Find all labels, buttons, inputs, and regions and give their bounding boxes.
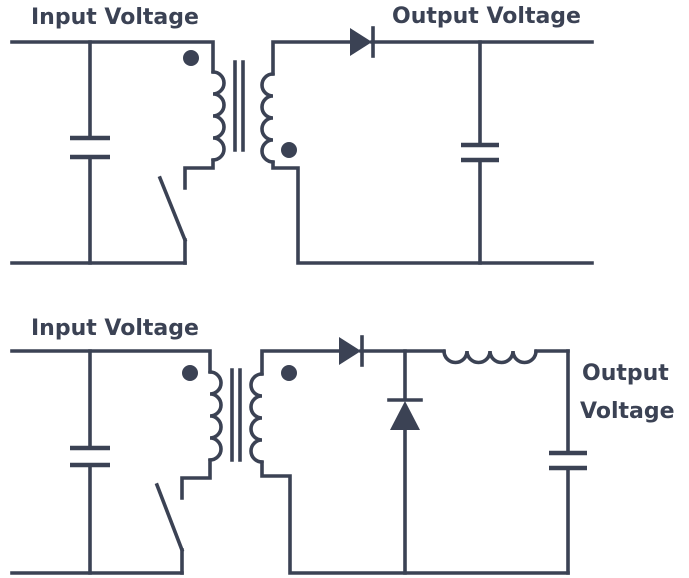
flyback-secondary-polarity-dot xyxy=(281,142,297,158)
forward-secondary-ground-wire xyxy=(260,460,570,575)
forward-output-capacitor-icon xyxy=(549,450,587,471)
forward-input-top-wire xyxy=(10,349,212,374)
flyback-primary-winding-icon xyxy=(211,70,226,162)
flyback-output-capacitor-icon xyxy=(461,142,499,163)
flyback-input-capacitor-icon xyxy=(70,135,110,160)
forward-secondary-top-wire xyxy=(260,349,446,376)
flyback-transformer-core-icon xyxy=(233,60,245,152)
forward-primary-winding-icon xyxy=(208,370,223,462)
forward-input-capacitor-icon xyxy=(70,445,110,468)
flyback-secondary-top-wire xyxy=(271,40,594,76)
flyback-input-top-wire xyxy=(10,40,215,74)
forward-input-voltage-label: Input Voltage xyxy=(31,316,199,341)
forward-freewheel-diode-icon xyxy=(390,401,420,430)
forward-series-diode-icon xyxy=(339,337,361,365)
forward-primary-polarity-dot xyxy=(182,365,198,381)
forward-secondary-winding-icon xyxy=(249,372,264,464)
flyback-primary-polarity-dot xyxy=(183,50,199,66)
forward-switch-icon xyxy=(154,482,185,553)
forward-secondary-polarity-dot xyxy=(281,365,297,381)
forward-output-inductor-icon xyxy=(442,349,538,365)
forward-output-voltage-label-line1: Output xyxy=(582,361,669,386)
forward-primary-to-switch-wire xyxy=(180,458,212,500)
flyback-output-diode-icon xyxy=(350,28,372,56)
flyback-output-voltage-label: Output Voltage xyxy=(392,4,581,29)
flyback-converter-circuit xyxy=(10,26,594,265)
flyback-secondary-ground-wire xyxy=(271,160,594,265)
forward-output-voltage-label-line2: Voltage xyxy=(580,399,675,424)
flyback-switch-icon xyxy=(157,175,188,243)
flyback-input-voltage-label: Input Voltage xyxy=(31,5,199,30)
forward-converter-circuit xyxy=(10,335,587,575)
flyback-secondary-winding-icon xyxy=(260,72,275,164)
forward-transformer-core-icon xyxy=(230,368,242,462)
flyback-primary-to-switch-wire xyxy=(183,158,215,190)
